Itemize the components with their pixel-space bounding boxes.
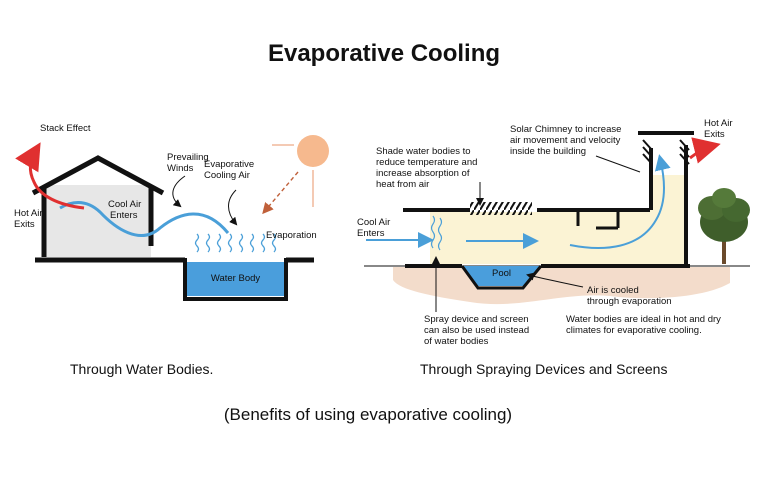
rising-air-arrow: [569, 154, 671, 250]
ground-tint: [393, 267, 730, 305]
right-hot-air-label-1: Hot Air: [704, 118, 733, 129]
cooling-air-leader: [228, 189, 238, 226]
air-cooled-label-2: through evaporation: [587, 296, 672, 307]
evaporation-squiggles: [194, 233, 277, 253]
stack-effect-label: Stack Effect: [40, 123, 91, 134]
prevailing-winds-leader: [172, 175, 186, 208]
shade-note-2: reduce temperature and: [376, 157, 478, 168]
right-hot-air-label-2: Exits: [704, 129, 725, 140]
spray-note-2: can also be used instead: [424, 325, 530, 336]
house-roof: [31, 155, 165, 196]
shade-note-3: increase absorption of: [376, 168, 470, 179]
spray-note-3: of water bodies: [424, 336, 489, 347]
left-hot-air-label-1: Hot Air: [14, 208, 43, 219]
right-cool-air-label-2: Enters: [357, 228, 385, 239]
evaporation-label: Evaporation: [266, 230, 317, 241]
interior-tint: [430, 175, 686, 264]
sun-dashed-arrow: [262, 171, 299, 215]
page-subtitle: (Benefits of using evaporative cooling): [223, 405, 513, 424]
climate-note-1: Water bodies are ideal in hot and dry: [566, 314, 721, 325]
pool: [462, 266, 541, 286]
prevailing-winds-label-1: Prevailing: [167, 152, 209, 163]
cool-air-flow: [59, 201, 230, 237]
shade-note-1: Shade water bodies to: [376, 146, 471, 157]
right-cool-air-label-1: Cool Air: [357, 217, 391, 228]
hot-air-exit-arrow: [689, 137, 721, 164]
air-cooled-leader: [526, 272, 584, 288]
chimney-note-2: air movement and velocity: [510, 135, 621, 146]
shade-louvers: [470, 202, 532, 215]
shade-note-4: heat from air: [376, 179, 430, 190]
water-body-pit: [183, 258, 288, 301]
pool-label: Pool: [491, 268, 511, 279]
hot-air-arrow: [15, 142, 85, 210]
tree-icon: [698, 188, 750, 264]
spray-note-1: Spray device and screen: [424, 314, 529, 325]
left-cool-air-label-2: Enters: [110, 210, 138, 221]
house-interior: [44, 185, 151, 257]
chimney-louvers: [642, 139, 690, 165]
left-caption: Through Water Bodies.: [70, 361, 214, 377]
prevailing-winds-label-2: Winds: [167, 163, 194, 174]
sun-icon: [297, 135, 329, 167]
left-cool-air-label-1: Cool Air: [108, 199, 142, 210]
left-hot-air-label-2: Exits: [14, 219, 35, 230]
page-title: Evaporative Cooling: [267, 40, 501, 67]
evaporative-air-label-1: Evaporative: [204, 159, 255, 170]
water-body-label: Water Body: [210, 273, 261, 284]
water-body: [185, 262, 286, 296]
right-caption: Through Spraying Devices and Screens: [420, 361, 668, 377]
air-cooled-label-1: Air is cooled: [587, 285, 639, 296]
chimney-note-1: Solar Chimney to increase: [510, 124, 622, 135]
evaporative-air-label-2: Cooling Air: [204, 170, 250, 181]
climate-note-2: climates for evaporative cooling.: [566, 325, 702, 336]
chimney-leader: [595, 155, 641, 173]
chimney-note-3: inside the building: [510, 146, 587, 157]
